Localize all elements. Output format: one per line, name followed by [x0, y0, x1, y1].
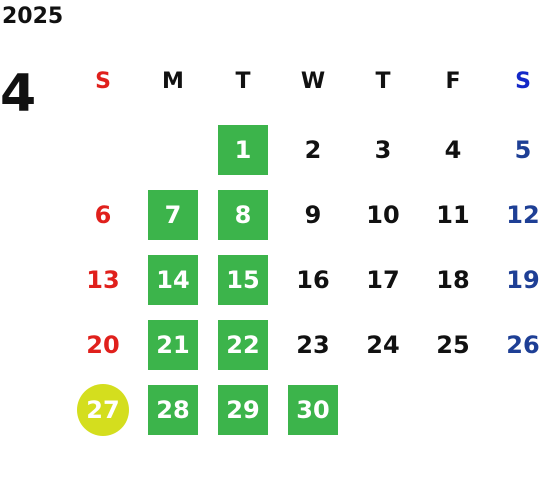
day-cell[interactable]: 3	[374, 136, 392, 164]
day-cell[interactable]: 16	[296, 266, 330, 294]
day-cell[interactable]: 15	[218, 255, 268, 305]
day-cell[interactable]: 10	[366, 201, 400, 229]
day-cell[interactable]: 14	[148, 255, 198, 305]
day-cell[interactable]: 12	[506, 201, 540, 229]
weekday-header: S	[95, 68, 111, 94]
day-cell[interactable]: 28	[148, 385, 198, 435]
day-cell[interactable]: 7	[148, 190, 198, 240]
year-label: 2025	[2, 4, 64, 29]
day-cell[interactable]: 21	[148, 320, 198, 370]
day-cell[interactable]: 18	[436, 266, 470, 294]
day-cell[interactable]: 25	[436, 331, 470, 359]
day-cell[interactable]: 26	[506, 331, 540, 359]
weekday-header: W	[300, 68, 326, 94]
day-cell[interactable]: 17	[366, 266, 400, 294]
day-cell-today[interactable]: 27	[77, 384, 129, 436]
weekday-header: T	[235, 68, 251, 94]
day-cell[interactable]: 2	[304, 136, 322, 164]
day-cell[interactable]: 1	[218, 125, 268, 175]
day-cell[interactable]: 30	[288, 385, 338, 435]
weekday-header: T	[375, 68, 391, 94]
day-cell[interactable]: 24	[366, 331, 400, 359]
day-cell[interactable]: 9	[304, 201, 322, 229]
day-cell[interactable]: 19	[506, 266, 540, 294]
day-cell[interactable]: 22	[218, 320, 268, 370]
day-cell[interactable]: 13	[86, 266, 120, 294]
weekday-header: S	[515, 68, 531, 94]
month-label: 4	[0, 64, 37, 124]
weekday-header: M	[162, 68, 184, 94]
day-cell[interactable]: 6	[94, 201, 112, 229]
day-cell[interactable]: 5	[514, 136, 532, 164]
weekday-header: F	[445, 68, 461, 94]
day-cell[interactable]: 29	[218, 385, 268, 435]
day-cell[interactable]: 8	[218, 190, 268, 240]
day-cell[interactable]: 4	[444, 136, 462, 164]
day-cell[interactable]: 23	[296, 331, 330, 359]
day-cell[interactable]: 11	[436, 201, 470, 229]
day-cell[interactable]: 20	[86, 331, 120, 359]
